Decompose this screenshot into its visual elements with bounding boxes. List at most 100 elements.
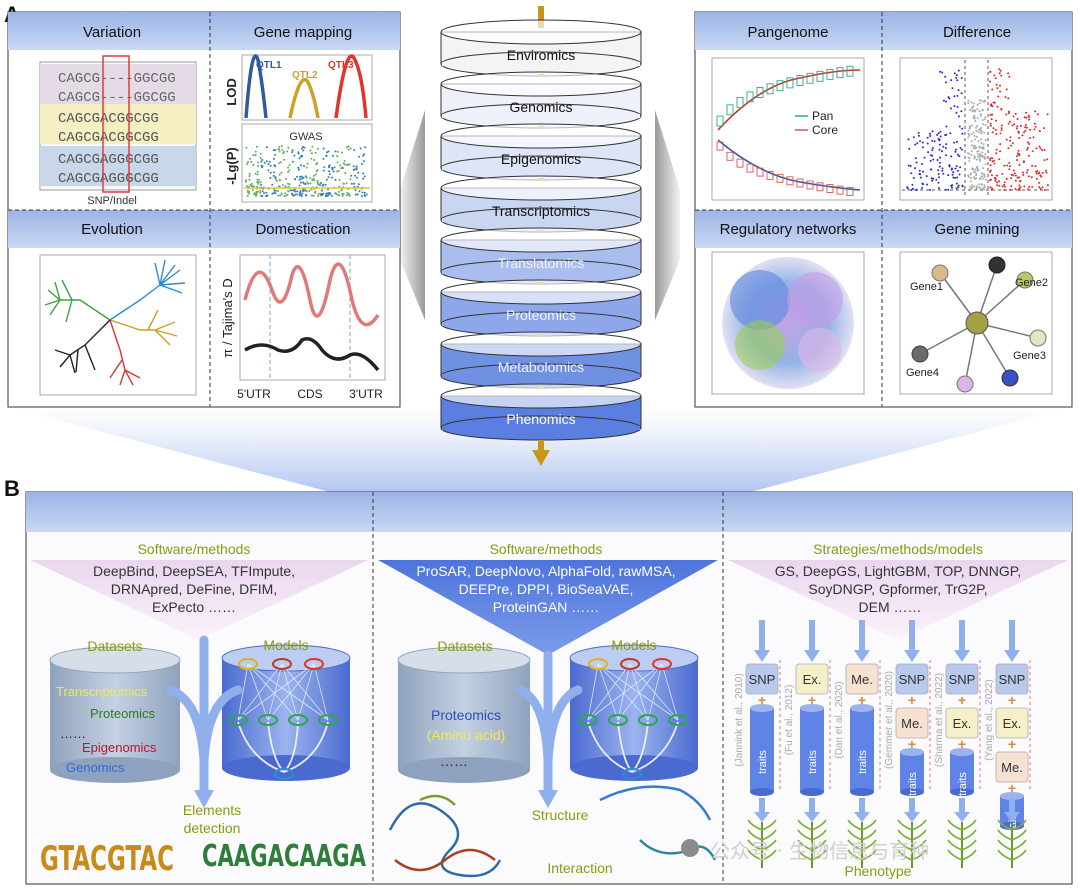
volcano-point bbox=[981, 177, 984, 180]
gwas-point bbox=[261, 166, 264, 169]
gwas-point bbox=[325, 178, 328, 181]
traits-cylinder bbox=[900, 752, 924, 792]
volcano-point bbox=[976, 117, 979, 120]
gwas-point bbox=[288, 169, 291, 172]
volcano-point bbox=[976, 153, 979, 156]
gwas-point bbox=[315, 170, 318, 173]
gwas-point bbox=[361, 191, 364, 194]
core-box bbox=[756, 167, 764, 177]
study-input-arrow-head bbox=[904, 650, 920, 662]
volcano-point bbox=[1035, 147, 1038, 150]
volcano-point bbox=[922, 183, 925, 186]
volcano-point bbox=[958, 155, 961, 158]
volcano-point bbox=[989, 164, 992, 167]
volcano-point bbox=[1023, 116, 1026, 119]
volcano-point bbox=[919, 140, 921, 143]
volcano-point bbox=[991, 88, 994, 91]
col1-dataset-proteomics: Proteomics bbox=[90, 706, 156, 721]
volcano-point bbox=[956, 106, 959, 108]
volcano-point bbox=[938, 176, 940, 179]
volcano-point bbox=[996, 87, 999, 90]
omics-layer-label: Metabolomics bbox=[498, 359, 584, 375]
core-box bbox=[806, 180, 814, 190]
volcano-point bbox=[1008, 75, 1011, 78]
gwas-point bbox=[316, 180, 319, 183]
volcano-point bbox=[975, 126, 978, 129]
gwas-point bbox=[344, 172, 347, 175]
volcano-point bbox=[1000, 74, 1003, 77]
gwas-point bbox=[256, 170, 259, 173]
gwas-point bbox=[345, 194, 348, 197]
volcano-point bbox=[952, 171, 955, 174]
gwas-point bbox=[250, 160, 253, 163]
gwas-point bbox=[342, 167, 345, 170]
volcano-point bbox=[998, 180, 1000, 183]
volcano-point bbox=[997, 95, 1000, 98]
volcano-point bbox=[955, 76, 958, 79]
volcano-point bbox=[1016, 118, 1019, 120]
gwas-point bbox=[324, 183, 327, 186]
volcano-point bbox=[955, 182, 958, 185]
gwas-point bbox=[332, 170, 335, 173]
gwas-point bbox=[297, 152, 300, 155]
gwas-point bbox=[303, 165, 305, 168]
gwas-point bbox=[309, 177, 312, 179]
volcano-point bbox=[958, 115, 960, 118]
volcano-point bbox=[931, 147, 934, 150]
volcano-point bbox=[1009, 120, 1011, 123]
study-column: (Yang et al., 2022)SNP+Ex.+Me.+traits bbox=[984, 620, 1031, 868]
volcano-point bbox=[979, 176, 982, 179]
volcano-point bbox=[984, 178, 987, 181]
traits-label: traits bbox=[757, 750, 769, 774]
omics-input-label: SNP bbox=[749, 672, 776, 687]
pan-box bbox=[766, 83, 774, 95]
gwas-point bbox=[362, 154, 365, 157]
gwas-point bbox=[278, 150, 281, 153]
omics-layer-label: Enviromics bbox=[507, 47, 575, 63]
volcano-point bbox=[1023, 185, 1026, 188]
gwas-point bbox=[300, 164, 303, 167]
gwas-point bbox=[323, 166, 326, 169]
volcano-point bbox=[980, 130, 983, 132]
study-output-arrow bbox=[909, 798, 915, 812]
volcano-point bbox=[970, 124, 973, 127]
core-box bbox=[736, 158, 744, 168]
volcano-point bbox=[1044, 169, 1047, 172]
volcano-point bbox=[983, 188, 986, 191]
volcano-point bbox=[978, 183, 981, 186]
volcano-point bbox=[1024, 126, 1027, 129]
volcano-point bbox=[1012, 115, 1015, 118]
volcano-point bbox=[983, 173, 985, 176]
volcano-point bbox=[927, 151, 930, 154]
volcano-point bbox=[950, 79, 953, 82]
volcano-point bbox=[1043, 127, 1045, 130]
gwas-point bbox=[320, 189, 323, 192]
gwas-point bbox=[336, 161, 339, 164]
gwas-point bbox=[355, 165, 358, 168]
plus-sign: + bbox=[908, 692, 916, 708]
study-output-arrow-head bbox=[754, 812, 770, 822]
volcano-point bbox=[1038, 186, 1041, 189]
volcano-point bbox=[1010, 185, 1013, 188]
gene1-label: Gene1 bbox=[910, 281, 943, 293]
volcano-point bbox=[945, 81, 947, 84]
gwas-point bbox=[260, 194, 263, 197]
volcano-point bbox=[923, 156, 926, 159]
col1-methods-3: ExPecto …… bbox=[152, 599, 236, 615]
volcano-point bbox=[974, 138, 976, 141]
pan-box bbox=[796, 75, 804, 86]
volcano-point bbox=[1019, 186, 1022, 189]
volcano-point bbox=[989, 113, 992, 116]
volcano-point bbox=[1017, 153, 1020, 156]
gwas-point bbox=[336, 155, 339, 158]
volcano-point bbox=[921, 187, 924, 189]
gwas-point bbox=[304, 183, 307, 185]
volcano-point bbox=[984, 153, 987, 156]
volcano-point bbox=[951, 186, 953, 189]
gwas-point bbox=[331, 194, 333, 197]
volcano-point bbox=[967, 99, 970, 102]
volcano-point bbox=[1043, 149, 1046, 151]
gwas-point bbox=[245, 146, 248, 149]
volcano-point bbox=[974, 168, 977, 171]
volcano-point bbox=[989, 103, 992, 106]
